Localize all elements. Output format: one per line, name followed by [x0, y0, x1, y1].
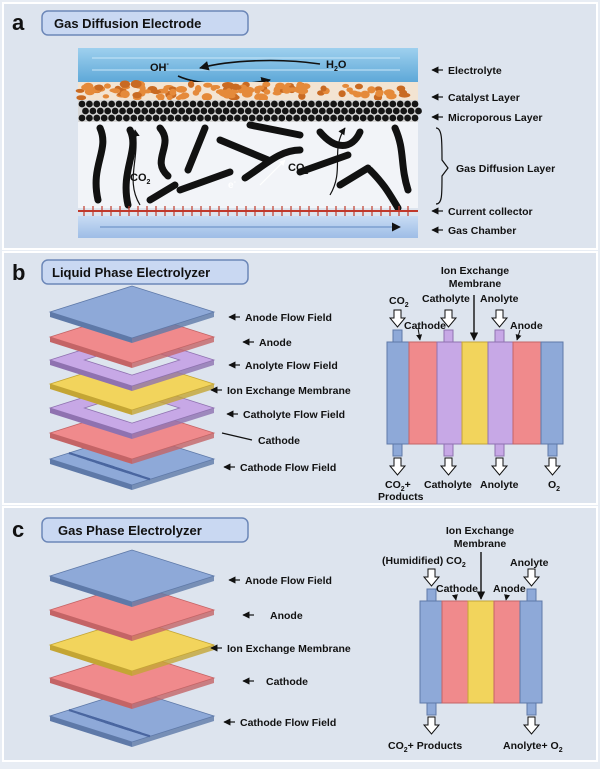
- b-label-ion-exchange-membrane: Ion Exchange Membrane: [227, 385, 351, 397]
- label-microporous-layer: Microporous Layer: [448, 112, 543, 124]
- b-membrane-label-bottom: Membrane: [449, 278, 502, 290]
- panel-a-labels: Electrolyte Catalyst Layer Microporous L…: [431, 65, 555, 237]
- b-co2-out: CO2+: [385, 479, 411, 493]
- panel-b-stack-labels: Anode Flow Field Anode Anolyte Flow Fiel…: [210, 312, 351, 474]
- current-collector: [78, 206, 418, 216]
- b-label-anode-flow-field: Anode Flow Field: [245, 312, 332, 324]
- b-label-cathode: Cathode: [258, 435, 300, 447]
- panel-b-title-box: [41, 259, 249, 285]
- label-gas-diffusion-layer: Gas Diffusion Layer: [456, 163, 555, 175]
- b-label-anode: Anode: [259, 337, 292, 349]
- panel-c-stack-labels: Anode Flow Field Anode Ion Exchange Memb…: [210, 575, 351, 729]
- c-anolyte-in: Anolyte: [510, 557, 549, 569]
- panel-b: b Liquid Phase Electrolyzer Anode Flow F…: [2, 251, 598, 505]
- label-electrolyte: Electrolyte: [448, 65, 502, 77]
- b-o2-out: O2: [548, 479, 560, 493]
- oh-label: OH-: [150, 61, 170, 74]
- c-label-anode-flow-field: Anode Flow Field: [245, 575, 332, 587]
- c-flow-arrows: [422, 568, 541, 735]
- microporous-layer: [78, 100, 422, 122]
- b-membrane-label-top: Ion Exchange: [441, 265, 509, 277]
- panel-c-stack: [48, 549, 216, 747]
- panel-b-title: Liquid Phase Electrolyzer: [52, 265, 210, 280]
- co2-right-label: CO2: [288, 162, 309, 176]
- b-flow-arrows: [388, 309, 562, 476]
- b-anode-label: Anode: [510, 320, 543, 332]
- c-label-anode: Anode: [270, 610, 303, 622]
- b-cathode-label: Cathode: [404, 320, 446, 332]
- panel-c-letter: c: [12, 517, 24, 542]
- panel-b-letter: b: [12, 260, 25, 285]
- b-label-cathode-flow-field: Cathode Flow Field: [240, 462, 336, 474]
- label-gas-chamber: Gas Chamber: [448, 225, 516, 237]
- co2-left-label: CO2: [130, 172, 151, 186]
- panel-a: a Gas Diffusion Electrode OH- H2O: [2, 2, 598, 250]
- b-label-catholyte-flow-field: Catholyte Flow Field: [243, 409, 345, 421]
- panel-c-title: Gas Phase Electrolyzer: [58, 523, 202, 538]
- c-label-ion-exchange-membrane: Ion Exchange Membrane: [227, 643, 351, 655]
- c-membrane-label-bottom: Membrane: [454, 538, 507, 550]
- b-label-anolyte-flow-field: Anolyte Flow Field: [245, 360, 338, 372]
- label-catalyst-layer: Catalyst Layer: [448, 92, 520, 104]
- c-co2-products-out: CO2+ Products: [388, 740, 462, 754]
- panel-b-cross-section: [386, 295, 564, 476]
- gdl-brace: [435, 127, 449, 205]
- electron-label: e-: [228, 179, 237, 191]
- panel-c: c Gas Phase Electrolyzer Anode Flow Fiel…: [2, 506, 598, 762]
- panel-b-stack: [48, 285, 216, 490]
- h2o-label: H2O: [326, 59, 347, 73]
- c-anolyte-o2-out: Anolyte+ O2: [503, 740, 563, 754]
- c-anode-label: Anode: [493, 583, 526, 595]
- b-catholyte-in: Catholyte: [422, 293, 470, 305]
- c-label-cathode: Cathode: [266, 676, 308, 688]
- c-membrane-label-top: Ion Exchange: [446, 525, 514, 537]
- b-anolyte-in: Anolyte: [480, 293, 519, 305]
- panel-c-cross-section: [419, 552, 543, 735]
- panel-a-title: Gas Diffusion Electrode: [54, 16, 201, 31]
- b-catholyte-out: Catholyte: [424, 479, 472, 491]
- b-co2-in: CO2: [389, 295, 409, 309]
- b-products-out: Products: [378, 491, 424, 503]
- electrolyte-layer: [78, 48, 418, 82]
- c-humidified-co2: (Humidified) CO2: [382, 555, 466, 569]
- panel-a-title-box: [41, 10, 249, 36]
- panel-a-letter: a: [12, 10, 25, 35]
- label-current-collector: Current collector: [448, 206, 533, 218]
- catalyst-layer: [75, 80, 418, 102]
- c-label-cathode-flow-field: Cathode Flow Field: [240, 717, 336, 729]
- c-cathode-label: Cathode: [436, 583, 478, 595]
- b-anolyte-out: Anolyte: [480, 479, 519, 491]
- panel-c-title-box: [41, 517, 249, 543]
- carbon-fibers: [92, 121, 412, 212]
